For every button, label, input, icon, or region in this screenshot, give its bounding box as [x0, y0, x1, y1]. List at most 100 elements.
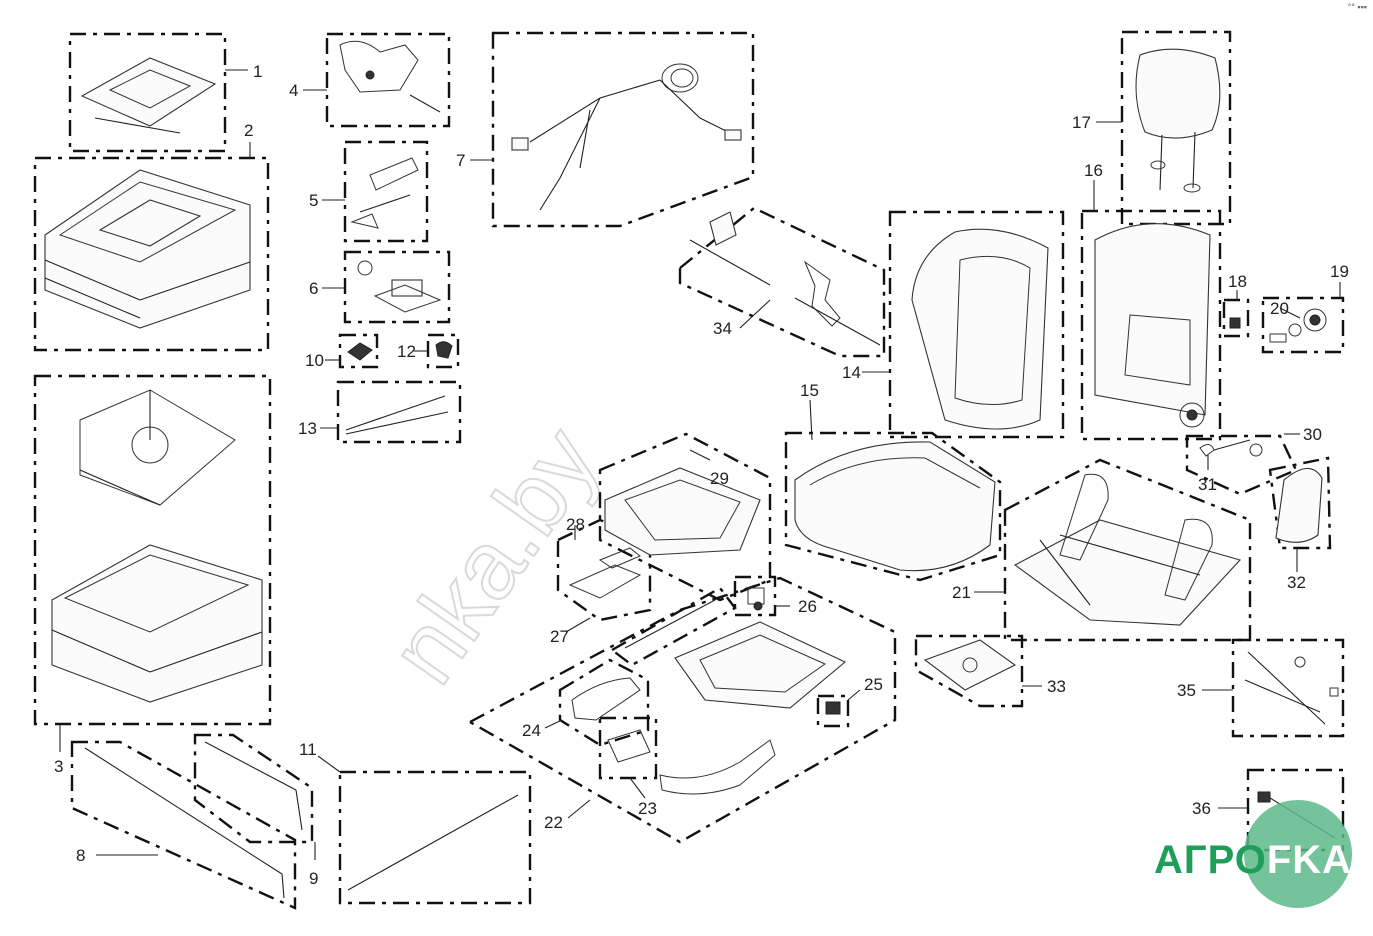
callout-8: 8 [76, 846, 85, 865]
part-12-drawing [435, 341, 453, 359]
group-box-8 [70, 740, 297, 910]
group-box-14 [888, 210, 1065, 439]
callout-1: 1 [253, 62, 262, 81]
callout-16: 16 [1084, 161, 1103, 180]
part-21-frame-drawing [1013, 473, 1242, 626]
part-27-drawing [624, 599, 716, 649]
group-box-7 [491, 31, 755, 228]
callout-7: 7 [456, 151, 465, 170]
watermark-text: nka.by [370, 409, 620, 702]
part-3-upper-drawing [79, 389, 236, 506]
callout-22: 22 [544, 813, 563, 832]
group-box-24 [558, 658, 650, 747]
part-10-drawing [347, 342, 373, 361]
part-29-pan-drawing [604, 467, 761, 556]
callout-36: 36 [1192, 799, 1211, 818]
callout-24: 24 [522, 721, 541, 740]
part-1-drawing [80, 57, 217, 134]
part-5-drawing [350, 157, 419, 229]
part-20-drawing [1269, 323, 1302, 343]
callout-21: 21 [952, 583, 971, 602]
group-box-18 [1222, 298, 1250, 338]
callout-33: 33 [1047, 677, 1066, 696]
callout-28: 28 [566, 515, 585, 534]
callout-35: 35 [1177, 681, 1196, 700]
callout-4: 4 [289, 81, 298, 100]
part-35-drawing [1244, 651, 1339, 725]
part-4-drawing [339, 40, 441, 113]
callout-20: 20 [1270, 299, 1289, 318]
brand-logo-right: FKA [1266, 838, 1353, 882]
callout-30: 30 [1303, 425, 1322, 444]
part-8-rod-drawing [84, 747, 285, 899]
corner-mark: °° ▪▪▪ [1347, 2, 1367, 12]
group-box-4 [325, 32, 451, 128]
group-box-9 [193, 733, 314, 844]
part-17-headrest-drawing [1135, 48, 1221, 193]
group-box-33 [914, 634, 1024, 708]
callout-32: 32 [1287, 573, 1306, 592]
group-box-19 [1261, 296, 1345, 354]
group-box-30 [1185, 434, 1298, 496]
group-box-35 [1231, 638, 1345, 738]
group-box-34 [678, 206, 886, 358]
group-box-36 [1246, 768, 1345, 852]
group-box-6 [343, 250, 451, 324]
callout-11: 11 [299, 740, 317, 759]
group-box-32 [1268, 456, 1332, 550]
part-24-drawing [571, 677, 641, 721]
part-19-drawing [1303, 308, 1327, 332]
group-box-15 [784, 431, 1002, 582]
group-box-26 [733, 575, 777, 617]
callout-27: 27 [550, 627, 569, 646]
callout-34: 34 [713, 319, 732, 338]
callout-3: 3 [54, 757, 63, 776]
callout-12: 12 [397, 342, 416, 361]
brand-logo-left: АГРО [1154, 838, 1267, 882]
callout-18: 18 [1228, 272, 1247, 291]
part-7-harness-drawing [511, 63, 742, 211]
group-box-23 [598, 716, 658, 780]
part-11-rod-drawing [347, 794, 519, 891]
part-9-rod-drawing [204, 741, 303, 831]
callout-2: 2 [244, 121, 253, 140]
callout-29: 29 [710, 469, 729, 488]
part-30-31-drawing [1199, 439, 1263, 457]
part-14-backrest-drawing [911, 228, 1049, 430]
group-box-21 [1003, 458, 1252, 642]
group-box-11 [338, 770, 532, 905]
callout-10: 10 [305, 351, 324, 370]
part-26-drawing [747, 587, 765, 611]
part-23-drawing [607, 729, 651, 763]
group-box-22 [467, 576, 897, 844]
callout-23: 23 [638, 799, 657, 818]
part-2-drawing [44, 169, 251, 329]
callout-31: 31 [1198, 475, 1217, 494]
callout-14: 14 [842, 363, 861, 382]
callout-labels: 1 2 3 4 5 6 7 8 9 10 11 12 13 14 15 16 1… [54, 62, 1349, 888]
group-box-5 [343, 140, 429, 243]
callout-13: 13 [298, 419, 317, 438]
brand-logo: АГРОFKA [1154, 838, 1352, 883]
part-25-drawing [825, 701, 841, 715]
group-box-16 [1080, 209, 1222, 441]
part-18-drawing [1229, 317, 1241, 329]
part-22-base-drawing [659, 621, 847, 795]
callout-17: 17 [1072, 113, 1091, 132]
group-box-25 [816, 694, 850, 728]
part-32-cover-drawing [1275, 467, 1323, 543]
part-6-drawing [357, 260, 442, 313]
part-34-belt-drawing [689, 211, 881, 346]
group-box-3 [33, 374, 272, 726]
group-box-28 [556, 518, 652, 622]
callout-26: 26 [798, 597, 817, 616]
leader-lines [59, 69, 1341, 860]
part-3-lower-drawing [51, 544, 263, 703]
callout-25: 25 [864, 675, 883, 694]
callout-6: 6 [309, 279, 318, 298]
group-box-17 [1120, 30, 1232, 226]
callout-5: 5 [309, 191, 318, 210]
callout-19: 19 [1330, 262, 1349, 281]
